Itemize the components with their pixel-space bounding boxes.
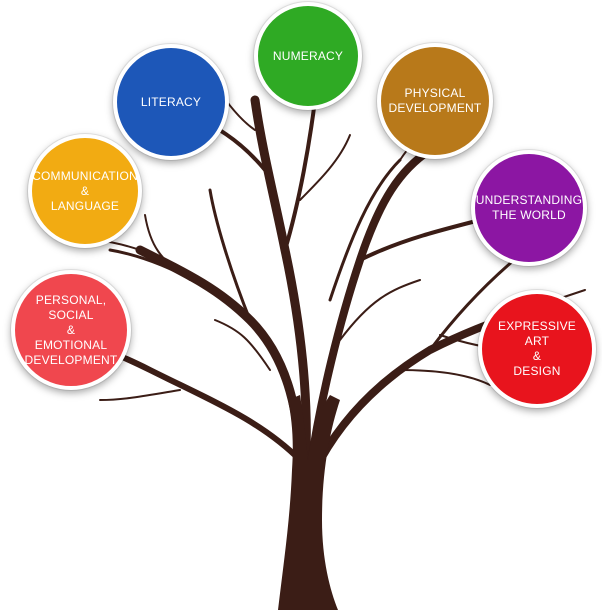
personal-social-emotional-bubble[interactable]: PERSONAL, SOCIAL & EMOTIONAL DEVELOPMENT bbox=[11, 270, 131, 390]
tree-branch bbox=[399, 369, 491, 386]
tree-branch bbox=[208, 188, 252, 322]
physical-development-bubble[interactable]: PHYSICAL DEVELOPMENT bbox=[377, 43, 493, 159]
tree-limb bbox=[306, 146, 434, 474]
understanding-world-label: UNDERSTANDING THE WORLD bbox=[475, 193, 583, 222]
tree-branch bbox=[299, 134, 351, 201]
literacy-label: LITERACY bbox=[140, 94, 202, 109]
tree-branch bbox=[428, 253, 522, 352]
tree-branch bbox=[108, 248, 222, 297]
tree-branch bbox=[99, 389, 181, 401]
understanding-world-bubble[interactable]: UNDERSTANDING THE WORLD bbox=[471, 150, 587, 266]
numeracy-label: NUMERACY bbox=[272, 48, 344, 63]
tree-branch bbox=[214, 319, 271, 371]
communication-language-label: COMMUNICATION & LANGUAGE bbox=[32, 168, 138, 213]
communication-language-bubble[interactable]: COMMUNICATION & LANGUAGE bbox=[28, 134, 142, 248]
personal-social-emotional-label: PERSONAL, SOCIAL & EMOTIONAL DEVELOPMENT bbox=[24, 292, 118, 367]
tree-branch bbox=[144, 214, 191, 281]
tree-branch bbox=[339, 279, 421, 341]
literacy-bubble[interactable]: LITERACY bbox=[113, 44, 229, 160]
tree-branch bbox=[283, 98, 317, 252]
tree-branch bbox=[328, 158, 402, 302]
expressive-art-design-bubble[interactable]: EXPRESSIVE ART & DESIGN bbox=[478, 290, 596, 408]
physical-development-label: PHYSICAL DEVELOPMENT bbox=[388, 86, 482, 115]
expressive-art-design-label: EXPRESSIVE ART & DESIGN bbox=[497, 319, 577, 378]
tree-trunk bbox=[278, 395, 340, 610]
numeracy-bubble[interactable]: NUMERACY bbox=[254, 2, 362, 110]
